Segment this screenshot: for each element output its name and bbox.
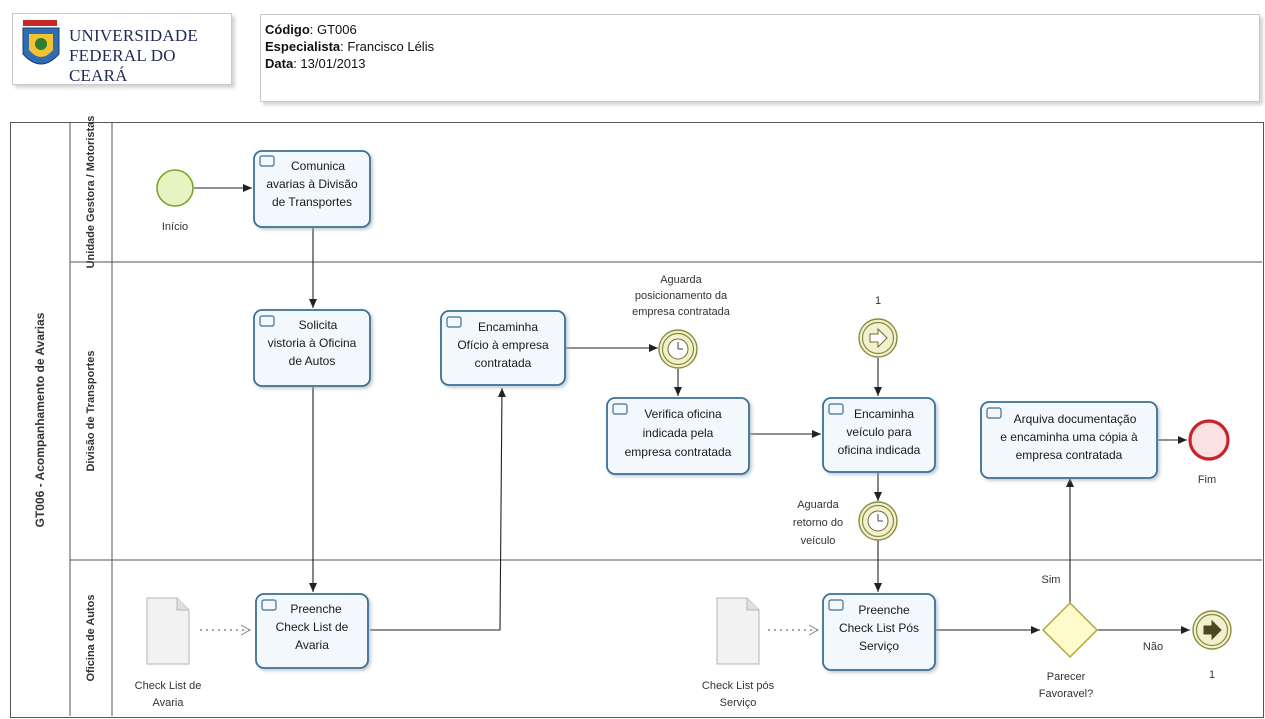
end-event-label: Fim bbox=[1198, 474, 1216, 486]
task-label: Preenche bbox=[858, 603, 910, 617]
codigo-line: Código: GT006 bbox=[265, 22, 357, 37]
sequence-flows bbox=[194, 184, 1190, 634]
especialista-line: Especialista: Francisco Lélis bbox=[265, 39, 435, 54]
task-label: Encaminha bbox=[478, 320, 538, 334]
ufc-crest-icon bbox=[22, 20, 60, 65]
data-label: Data bbox=[265, 56, 294, 71]
timer-event-2-icon[interactable] bbox=[858, 501, 898, 541]
task-label: empresa contratada bbox=[1016, 448, 1123, 462]
task-label: contratada bbox=[475, 356, 532, 370]
end-event-icon[interactable] bbox=[1188, 419, 1230, 461]
task-label: Arquiva documentação bbox=[1014, 412, 1137, 426]
start-event-icon[interactable] bbox=[156, 169, 194, 207]
task-label: e encaminha uma cópia à bbox=[1000, 430, 1138, 444]
task-label: Serviço bbox=[859, 639, 899, 653]
lane-label-oficina: Oficina de Autos bbox=[85, 595, 97, 682]
codigo-value: GT006 bbox=[317, 22, 357, 37]
user-task-icon bbox=[261, 599, 277, 611]
user-task-icon bbox=[612, 403, 628, 415]
start-event-label: Início bbox=[162, 221, 188, 233]
task-preenche-check-list-pos-servico[interactable]: Preenche Check List Pós Serviço bbox=[822, 593, 936, 671]
task-arquiva-documentacao[interactable]: Arquiva documentação e encaminha uma cóp… bbox=[980, 401, 1158, 479]
task-label: Verifica oficina bbox=[644, 407, 722, 421]
link-catch-label: 1 bbox=[875, 295, 881, 307]
task-label: empresa contratada bbox=[625, 445, 732, 459]
user-task-icon bbox=[446, 316, 462, 328]
logo-line1: UNIVERSIDADE bbox=[69, 26, 198, 45]
especialista-value: Francisco Lélis bbox=[347, 39, 435, 54]
timer-1-label-line2: posicionamento da bbox=[635, 290, 728, 302]
timer-2-label-line3: veículo bbox=[801, 535, 836, 547]
document-label: Check List de bbox=[135, 680, 202, 692]
task-label: Check List de bbox=[276, 620, 349, 634]
task-encaminha-oficio[interactable]: Encaminha Ofício à empresa contratada bbox=[440, 310, 566, 386]
flow-preenche1-to-encaminha-oficio bbox=[370, 387, 506, 631]
timer-1-label-line3: empresa contratada bbox=[632, 306, 731, 318]
task-label: Preenche bbox=[290, 602, 342, 616]
task-verifica-oficina[interactable]: Verifica oficina indicada pela empresa c… bbox=[606, 397, 750, 475]
task-label: vistoria à Oficina bbox=[268, 336, 357, 350]
document-label: Serviço bbox=[720, 697, 757, 709]
task-label: oficina indicada bbox=[838, 443, 921, 457]
user-task-icon bbox=[828, 599, 844, 611]
pool-title: GT006 - Acompanhamento de Avarias bbox=[33, 312, 47, 527]
gateway-label-line2: Favoravel? bbox=[1039, 688, 1093, 700]
lane-label-unidade: Unidade Gestora / Motoristas bbox=[85, 116, 97, 269]
task-label: Solicita bbox=[299, 318, 338, 332]
task-label: Encaminha bbox=[854, 407, 914, 421]
task-label: Avaria bbox=[295, 638, 329, 652]
codigo-label: Código bbox=[265, 22, 310, 37]
task-solicita-vistoria[interactable]: Solicita vistoria à Oficina de Autos bbox=[253, 309, 371, 387]
timer-event-1-icon[interactable] bbox=[658, 329, 698, 369]
task-label: Ofício à empresa bbox=[457, 338, 549, 352]
data-line: Data: 13/01/2013 bbox=[265, 56, 366, 71]
user-task-icon bbox=[828, 403, 844, 415]
gateway-parecer-icon[interactable] bbox=[1041, 601, 1099, 659]
task-comunica-avarias[interactable]: Comunica avarias à Divisão de Transporte… bbox=[253, 150, 371, 228]
task-label: avarias à Divisão bbox=[266, 177, 358, 191]
link-throw-label: 1 bbox=[1209, 669, 1215, 681]
task-label: Check List Pós bbox=[839, 621, 919, 635]
task-preenche-check-list-avaria[interactable]: Preenche Check List de Avaria bbox=[255, 593, 369, 669]
timer-1-label-line1: Aguarda bbox=[660, 274, 702, 286]
user-task-icon bbox=[259, 155, 275, 167]
user-task-icon bbox=[986, 407, 1002, 419]
gateway-yes-label: Sim bbox=[1042, 574, 1061, 586]
link-catch-event-icon[interactable] bbox=[858, 318, 898, 358]
data-value: 13/01/2013 bbox=[300, 56, 366, 71]
task-encaminha-veiculo[interactable]: Encaminha veículo para oficina indicada bbox=[822, 397, 936, 473]
process-info-box: Código: GT006 Especialista: Francisco Lé… bbox=[260, 14, 1260, 102]
document-label: Check List pós bbox=[702, 680, 775, 692]
document-label: Avaria bbox=[153, 697, 185, 709]
document-check-list-pos-servico-icon[interactable] bbox=[716, 597, 760, 665]
timer-2-label-line1: Aguarda bbox=[797, 499, 839, 511]
lane-label-divisao: Divisão de Transportes bbox=[85, 350, 97, 471]
link-throw-event-icon[interactable] bbox=[1192, 610, 1232, 650]
task-label: veículo para bbox=[846, 425, 912, 439]
task-label: indicada pela bbox=[643, 426, 714, 440]
timer-2-label-line2: retorno do bbox=[793, 517, 843, 529]
logo-box: UNIVERSIDADE FEDERAL DO CEARÁ bbox=[12, 13, 232, 85]
pool-frame bbox=[10, 122, 1264, 718]
gateway-label-line1: Parecer bbox=[1047, 671, 1086, 683]
user-task-icon bbox=[259, 315, 275, 327]
task-label: Comunica bbox=[291, 159, 345, 173]
logo-line2: FEDERAL DO CEARÁ bbox=[69, 46, 176, 85]
gateway-no-label: Não bbox=[1143, 641, 1163, 653]
task-label: de Autos bbox=[289, 354, 336, 368]
especialista-label: Especialista bbox=[265, 39, 341, 54]
task-label: de Transportes bbox=[272, 195, 352, 209]
document-check-list-avaria-icon[interactable] bbox=[146, 597, 190, 665]
